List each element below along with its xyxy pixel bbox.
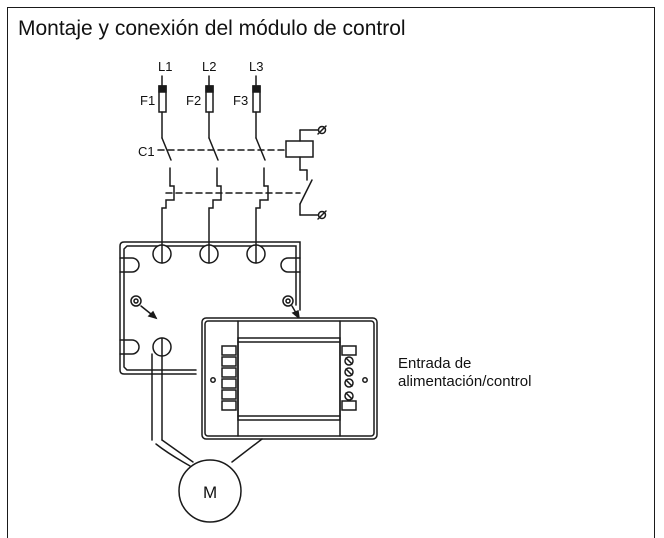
fuse-label-f2: F2 xyxy=(186,93,201,108)
mounting-plate xyxy=(119,241,301,375)
auxiliary-contact xyxy=(299,169,327,220)
terminal-screw-1 xyxy=(152,244,172,264)
phase-label-l2: L2 xyxy=(202,59,216,74)
phase-label-l1: L1 xyxy=(158,59,172,74)
module-right-terminals xyxy=(341,345,357,411)
contactor-label: C1 xyxy=(138,144,155,159)
fuse-label-f3: F3 xyxy=(233,93,248,108)
contactor-coil xyxy=(285,125,327,171)
control-module xyxy=(201,317,378,440)
mounting-screw-left xyxy=(130,295,158,320)
terminal-screw-2 xyxy=(199,244,219,264)
phase-label-l3: L3 xyxy=(249,59,263,74)
input-label: Entrada de alimentación/control xyxy=(398,355,531,391)
phase-line-l2 xyxy=(205,75,222,263)
motor-wire-2b xyxy=(231,438,263,463)
module-left-terminals xyxy=(221,345,237,411)
input-label-line2: alimentación/control xyxy=(398,373,532,390)
fuse-label-f1: F1 xyxy=(140,93,155,108)
motor-wire-1b xyxy=(161,439,194,463)
mounting-screw-right xyxy=(282,295,301,320)
motor-symbol xyxy=(178,459,242,523)
motor-label: M xyxy=(203,483,217,502)
terminal-screw-output xyxy=(152,337,172,357)
diagram-title: Montaje y conexión del módulo de control xyxy=(18,17,406,40)
terminal-screw-3 xyxy=(246,244,266,264)
phase-line-l1 xyxy=(158,75,175,263)
input-label-line1: Entrada de xyxy=(398,355,472,372)
phase-line-l3 xyxy=(252,75,269,263)
diagram-frame xyxy=(7,7,655,538)
motor-wire-3b xyxy=(155,443,191,467)
